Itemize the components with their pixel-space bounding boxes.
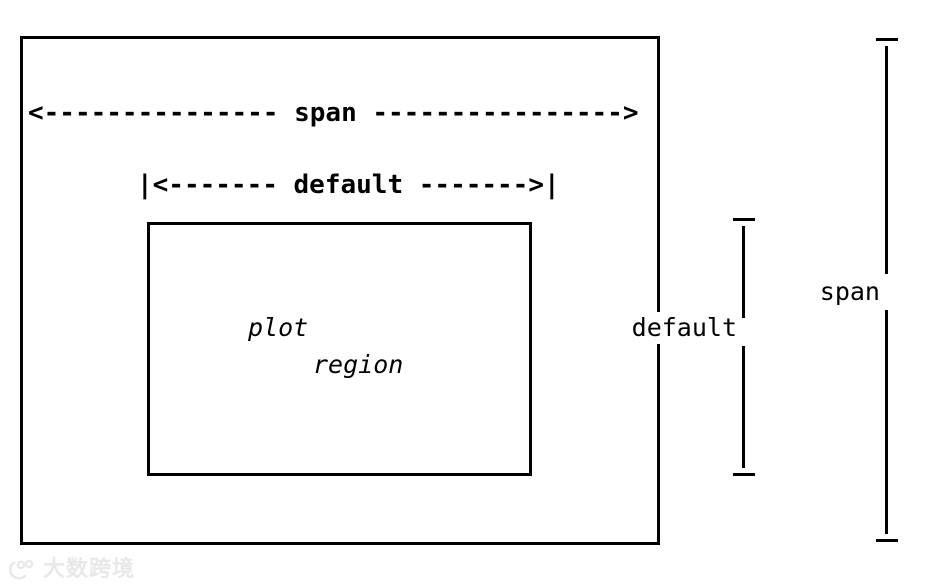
- default-bar-top-cap: [732, 218, 755, 221]
- plot-region-label-line2: region: [313, 350, 404, 379]
- default-bar-lower-stem: [742, 346, 745, 468]
- span-vertical-label: span: [815, 276, 884, 308]
- span-vertical-measure-bar: span: [815, 38, 898, 544]
- plot-region-label-line1: plot: [248, 313, 309, 342]
- watermark-text: 大数跨境: [43, 557, 136, 582]
- default-vertical-label: default: [627, 312, 741, 344]
- default-vertical-measure-bar: default: [627, 218, 755, 478]
- plot-region-outline: [147, 222, 532, 476]
- span-bar-bottom-cap: [875, 539, 898, 542]
- watermark: 大数跨境: [8, 558, 135, 582]
- span-bar-upper-stem: [885, 46, 888, 274]
- default-bar-bottom-cap: [732, 473, 755, 476]
- span-box-outline: [20, 36, 660, 545]
- span-horizontal-arrow-label: <--------------- span ---------------->: [28, 98, 639, 128]
- default-bar-upper-stem: [742, 226, 745, 318]
- watermark-logo-icon: [8, 558, 36, 582]
- default-horizontal-arrow-label: |<------- default ------->|: [137, 170, 560, 200]
- span-bar-lower-stem: [885, 310, 888, 534]
- span-bar-top-cap: [875, 38, 898, 41]
